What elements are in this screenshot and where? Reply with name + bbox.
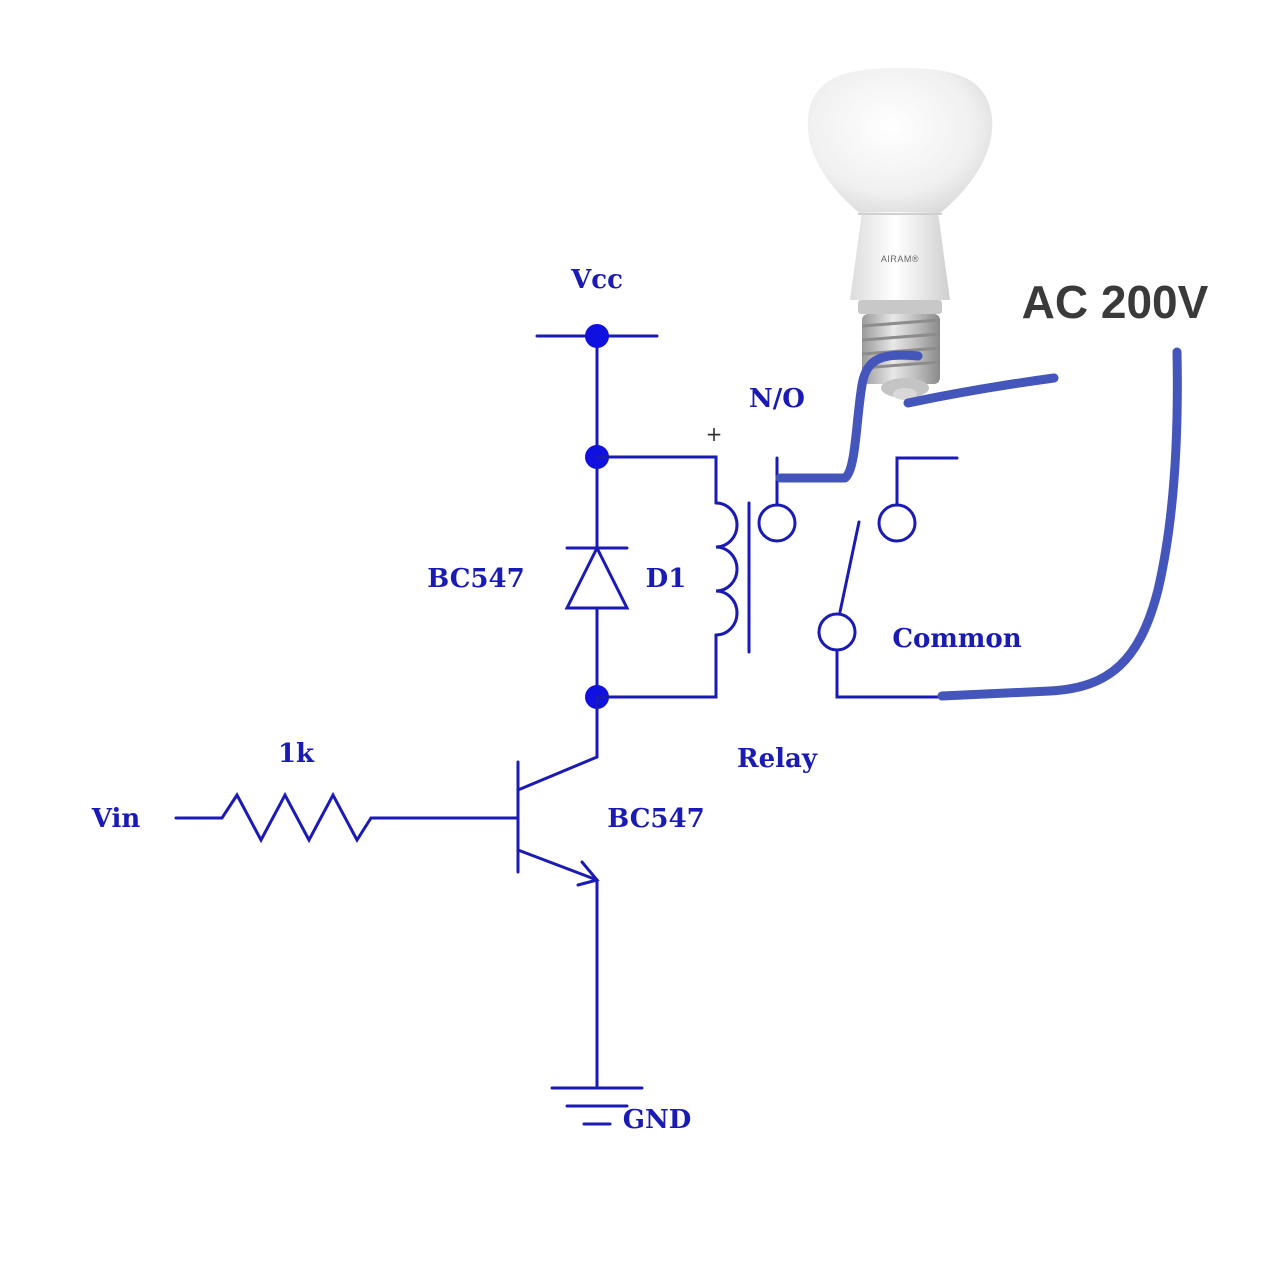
bulb-brand-label: AIRAM® (881, 254, 919, 264)
ground-symbol (550, 1086, 644, 1126)
transistor-label: BC547 (607, 804, 704, 834)
coil-plus-label: + (706, 422, 723, 446)
relay-contacts (757, 456, 959, 699)
common-label: Common (892, 624, 1021, 654)
no-contact-terminal (757, 503, 797, 543)
vcc-rail (535, 324, 659, 550)
relay-label: Relay (737, 744, 818, 774)
switch-arm (838, 520, 861, 614)
diode-part-label: BC547 (427, 564, 524, 594)
transistor-symbol (516, 695, 600, 1090)
nc-contact-terminal (877, 503, 917, 543)
diode-ref-label: D1 (646, 564, 687, 594)
light-bulb-icon: AIRAM® (807, 68, 993, 400)
vin-label: Vin (91, 804, 141, 834)
relay-coil (595, 455, 751, 699)
diode-symbol (564, 544, 630, 709)
vcc-label: Vcc (570, 265, 623, 295)
no-contact-label: N/O (749, 384, 805, 414)
common-contact-terminal (817, 612, 857, 652)
ac-source-label: AC 200V (1022, 276, 1209, 328)
vcc-junction-node (585, 324, 609, 348)
resistor-symbol (174, 791, 520, 844)
resistor-label: 1k (278, 739, 315, 769)
gnd-label: GND (623, 1105, 692, 1135)
hand-drawn-ac-wiring (775, 347, 1182, 701)
